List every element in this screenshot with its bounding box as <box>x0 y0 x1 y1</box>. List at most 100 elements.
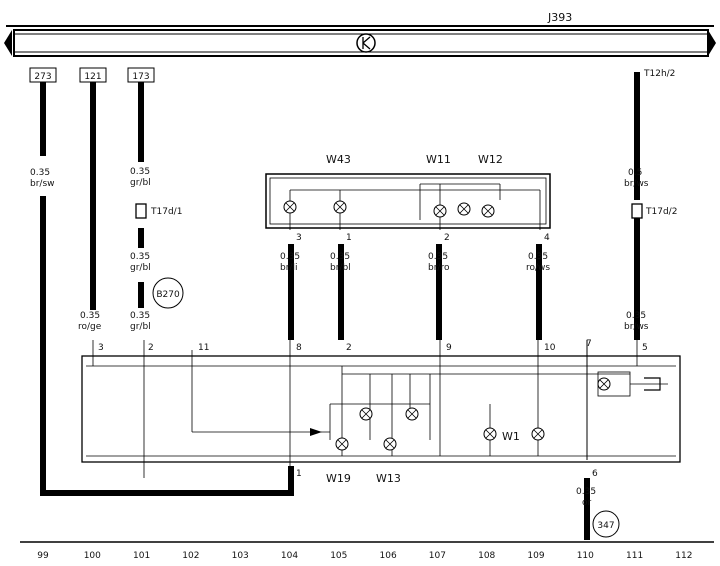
pin-label: 9 <box>446 343 452 353</box>
j393-module-bar <box>4 25 716 57</box>
pin-label: 6 <box>592 469 598 479</box>
reference-347: 347 <box>592 510 620 538</box>
wire-size-101a: 0.35 <box>130 167 150 177</box>
wire-color-101c: gr/bl <box>130 322 151 332</box>
scale-number: 105 <box>330 551 347 561</box>
svg-text:B270: B270 <box>156 290 180 300</box>
svg-text:347: 347 <box>597 521 614 531</box>
pin-label: 8 <box>296 343 302 353</box>
wire-110 <box>584 340 590 540</box>
wire-color-109: ro/ws <box>526 263 550 273</box>
control-unit-symbol-icon <box>356 33 376 53</box>
wire-100 <box>90 82 96 310</box>
svg-text:T17d/1: T17d/1 <box>150 207 182 217</box>
scale-number: 109 <box>527 551 544 561</box>
svg-text:T17d/2: T17d/2 <box>645 207 677 217</box>
wire-size-107: 0.35 <box>428 252 448 262</box>
wire-101 <box>138 82 144 308</box>
lower-module-box <box>81 340 681 478</box>
right-break-icon <box>708 30 716 56</box>
wire-color-101a: gr/bl <box>130 178 151 188</box>
scale-number: 102 <box>182 551 199 561</box>
svg-text:173: 173 <box>132 72 149 82</box>
ground-b270: B270 <box>152 277 184 309</box>
module-label: J393 <box>547 11 572 24</box>
wire-size-101b: 0.35 <box>130 252 150 262</box>
pin-label: 5 <box>642 343 648 353</box>
lamp-icon <box>335 437 349 451</box>
svg-text:121: 121 <box>84 72 101 82</box>
wire-color-101b: gr/bl <box>130 263 151 273</box>
wire-size-109: 0.35 <box>528 252 548 262</box>
wire-111 <box>634 72 640 340</box>
connector-t12h2: T12h/2 <box>643 69 675 79</box>
lamp-icon <box>283 200 297 214</box>
lamp-cluster-box <box>265 173 551 230</box>
lamp-label-w19: W19 <box>326 472 351 485</box>
wire-size-100: 0.35 <box>80 311 100 321</box>
pin-label: 1 <box>296 469 302 479</box>
wire-size-111b: 0.35 <box>626 311 646 321</box>
scale-number: 112 <box>675 551 692 561</box>
scale-number: 111 <box>626 551 643 561</box>
connector-t17d1: T17d/1 <box>135 203 182 219</box>
wire-size-104: 0.35 <box>280 252 300 262</box>
pin-label: 10 <box>544 343 556 353</box>
scale-number: 100 <box>84 551 101 561</box>
wire-109 <box>536 244 542 340</box>
left-break-icon <box>4 30 12 56</box>
wire-size-111a: 0.5 <box>628 168 642 178</box>
wire-color-105: br/bl <box>330 263 351 273</box>
wire-color-104: br/li <box>280 263 297 273</box>
pin-label: 1 <box>346 233 352 243</box>
wire-107 <box>436 244 442 340</box>
reference-box-121: 121 <box>79 67 107 83</box>
wire-size-101c: 0.35 <box>130 311 150 321</box>
scale-number: 103 <box>232 551 249 561</box>
scale-number: 104 <box>281 551 298 561</box>
pin-label: 2 <box>346 343 352 353</box>
lamp-icon <box>405 407 419 421</box>
reference-box-173: 173 <box>127 67 155 83</box>
lamp-icon <box>597 377 611 391</box>
lamp-label-w12: W12 <box>478 153 503 166</box>
lamp-label-w1: W1 <box>502 430 520 443</box>
wire-color-111b: br/ws <box>624 322 649 332</box>
wire-99 <box>40 82 294 496</box>
lamp-icon <box>333 200 347 214</box>
pin-label: 11 <box>198 343 209 353</box>
lamp-icon <box>481 204 495 218</box>
pin-label: 7 <box>586 339 592 349</box>
lamp-icon <box>383 437 397 451</box>
wire-size-99: 0.35 <box>30 168 50 178</box>
reference-box-273: 273 <box>29 67 57 83</box>
wire-size-105: 0.35 <box>330 252 350 262</box>
wire-105 <box>338 244 344 340</box>
pin-label: 2 <box>444 233 450 243</box>
wire-color-99: br/sw <box>30 179 55 189</box>
scale-number: 101 <box>133 551 150 561</box>
wire-color-111a: br/ws <box>624 179 649 189</box>
svg-text:273: 273 <box>34 72 51 82</box>
wire-color-110: or <box>582 498 592 508</box>
pin-label: 4 <box>544 233 550 243</box>
connector-t17d2: T17d/2 <box>631 203 677 219</box>
lamp-icon <box>457 202 471 216</box>
lamp-label-w43: W43 <box>326 153 351 166</box>
scale-number: 99 <box>37 551 49 561</box>
pin-label: 2 <box>148 343 154 353</box>
lamp-icon <box>531 427 545 441</box>
wire-color-107: br/ro <box>428 263 450 273</box>
pin-label: 3 <box>296 233 302 243</box>
scale-number: 106 <box>380 551 397 561</box>
lamp-icon <box>359 407 373 421</box>
lamp-icon <box>483 427 497 441</box>
lamp-label-w13: W13 <box>376 472 401 485</box>
scale-number: 110 <box>577 551 594 561</box>
scale-number: 107 <box>429 551 446 561</box>
lamp-icon <box>433 204 447 218</box>
pin-label: 3 <box>98 343 104 353</box>
